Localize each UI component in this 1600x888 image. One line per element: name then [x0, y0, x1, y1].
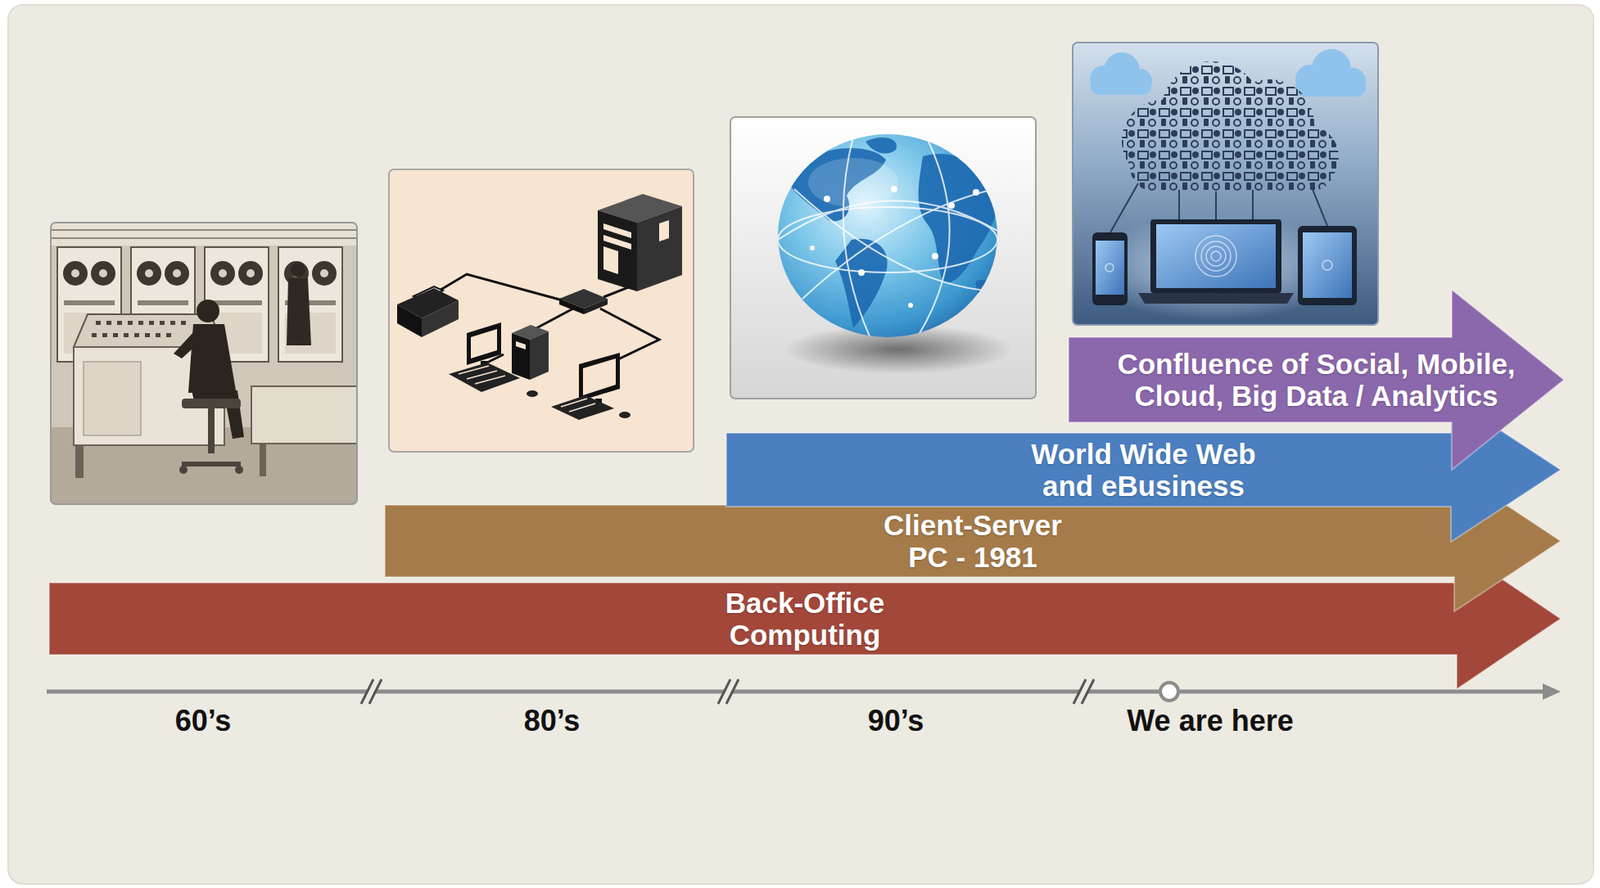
label-holder: 90’s [867, 704, 925, 739]
panel [8, 4, 1594, 885]
band-label: Client-Server PC - 1981 [866, 509, 1080, 574]
globe-illustration [730, 117, 1036, 399]
label-holder: 60’s [175, 704, 232, 739]
cloud-illustration [1072, 42, 1379, 326]
era-label: 60’s [175, 704, 232, 739]
band-label: World Wide Web and eBusiness [1021, 438, 1267, 502]
band-arrow-fill [1068, 289, 1564, 471]
label-holder: 80’s [524, 704, 581, 739]
band-label: Confluence of Social, Mobile, Cloud, Big… [1099, 348, 1534, 412]
era-label: 80’s [524, 704, 581, 739]
label-holder: We are here [1126, 704, 1293, 739]
mainframe-photo [50, 222, 358, 505]
band-label: Back-Office Computing [698, 587, 912, 651]
timeline-axis [46, 679, 1561, 705]
era-label: 90’s [867, 704, 925, 739]
network-illustration [388, 169, 694, 452]
era-label: We are here [1126, 704, 1293, 739]
timeline-band-arrow: Confluence of Social, Mobile, Cloud, Big… [1068, 289, 1564, 471]
